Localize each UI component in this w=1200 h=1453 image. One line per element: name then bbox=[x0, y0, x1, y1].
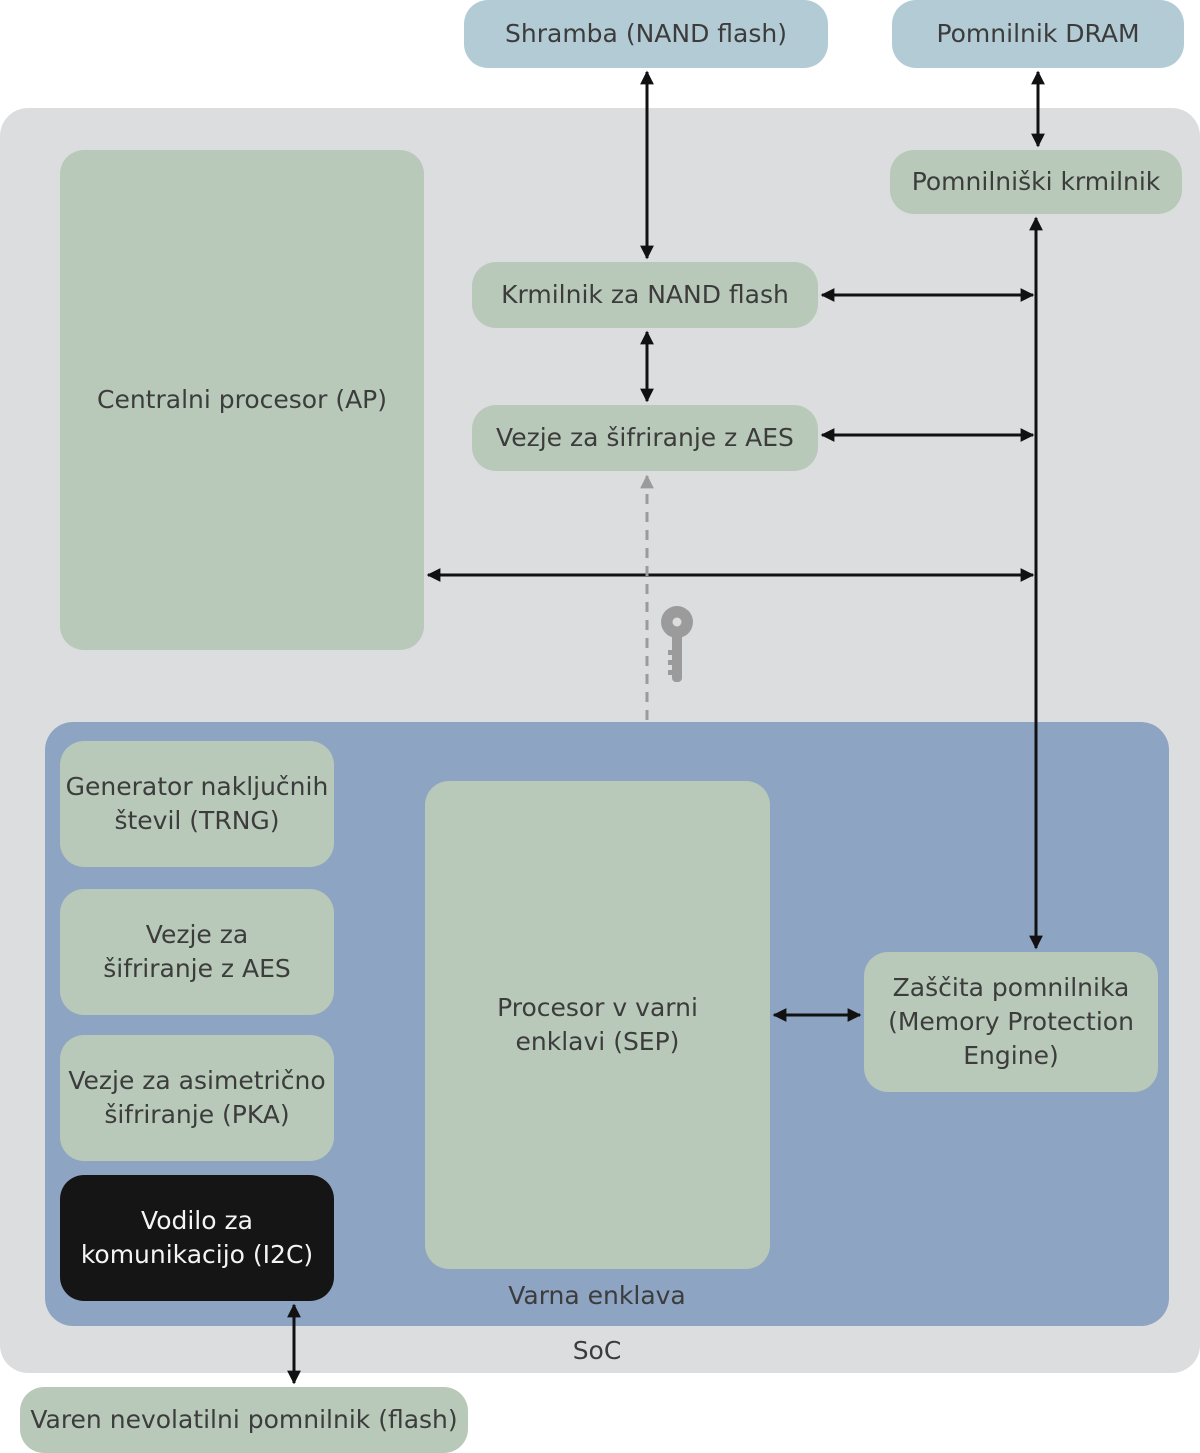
nand-storage-block: Shramba (NAND flash) bbox=[464, 0, 828, 68]
aes-engine-block: Vezje za šifriranje z AES bbox=[472, 405, 818, 471]
memory-protection-engine-block: Zaščita pomnilnika (Memory Protection En… bbox=[864, 952, 1158, 1092]
enclave-aes-block: Vezje za šifriranje z AES bbox=[60, 889, 334, 1015]
trng-block: Generator naključnih števil (TRNG) bbox=[60, 741, 334, 867]
application-processor-block: Centralni procesor (AP) bbox=[60, 150, 424, 650]
secure-enclave-label: Varna enklava bbox=[508, 1281, 686, 1310]
secure-flash-block: Varen nevolatilni pomnilnik (flash) bbox=[20, 1387, 468, 1453]
memory-controller-block: Pomnilniški krmilnik bbox=[890, 150, 1182, 214]
soc-label: SoC bbox=[572, 1336, 622, 1365]
i2c-block: Vodilo za komunikacijo (I2C) bbox=[60, 1175, 334, 1301]
nand-controller-block: Krmilnik za NAND flash bbox=[472, 262, 818, 328]
sep-block: Procesor v varni enklavi (SEP) bbox=[425, 781, 770, 1269]
pka-block: Vezje za asimetrično šifriranje (PKA) bbox=[60, 1035, 334, 1161]
dram-block: Pomnilnik DRAM bbox=[892, 0, 1184, 68]
